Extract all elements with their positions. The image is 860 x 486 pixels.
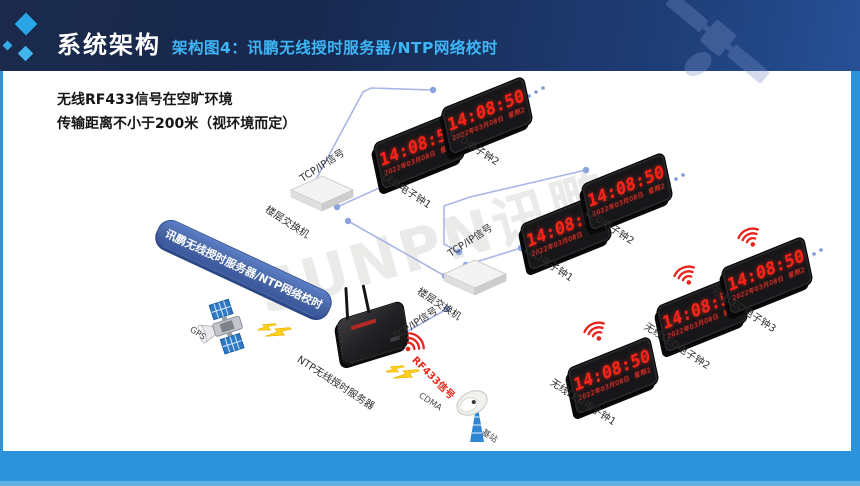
- description-text: 无线RF433信号在空旷环境 传输距离不小于200米（视环境而定）: [57, 88, 296, 136]
- server-led-strip: [350, 318, 377, 331]
- wireless-wifi-icon: [737, 227, 759, 247]
- gps-satellite-icon: [197, 298, 245, 355]
- description-line2: 传输距离不小于200米（视环境而定）: [57, 116, 297, 132]
- logo-diamond-medium: [17, 45, 34, 62]
- logo-diamond-small: [2, 40, 13, 51]
- satellite-icon: [666, 0, 770, 84]
- footer-accent-strip: [0, 481, 860, 486]
- page-subtitle: 架构图4：讯鹏无线授时服务器/NTP网络校时: [172, 39, 498, 57]
- page-title: 系统架构: [57, 31, 161, 59]
- wireless-wifi-icon: [673, 265, 695, 285]
- base-station-icon: [456, 390, 488, 442]
- ntp-server-label: NTP无线授时服务器: [294, 354, 376, 413]
- rf433-wifi-icon: [405, 332, 425, 352]
- footer-bar: [0, 451, 860, 486]
- left-edge-strip: [0, 71, 3, 451]
- wireless-wifi-icon: [583, 321, 605, 341]
- logo-icon: [0, 0, 48, 71]
- logo-diamond-large: [14, 12, 38, 36]
- lightning-icon: [258, 323, 292, 337]
- cdma-label: CDMA: [416, 391, 444, 414]
- floor-switch-icon: [442, 259, 508, 296]
- right-edge-strip: [851, 71, 860, 451]
- description-line1: 无线RF433信号在空旷环境: [57, 92, 233, 108]
- floor-switch-icon: [289, 175, 355, 212]
- lightning-icon: [386, 365, 420, 379]
- header-bar: 系统架构 架构图4：讯鹏无线授时服务器/NTP网络校时: [0, 0, 860, 84]
